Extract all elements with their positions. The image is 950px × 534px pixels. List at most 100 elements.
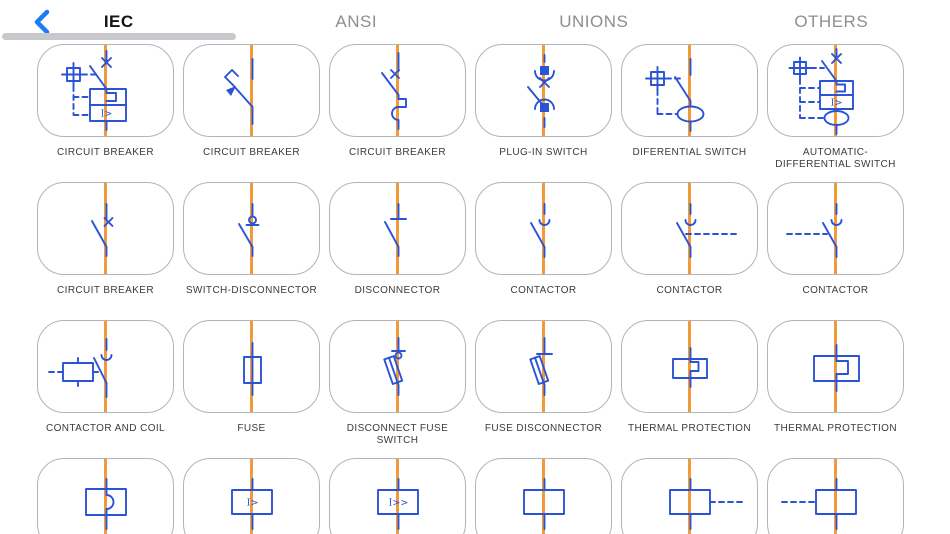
symbol-cell-circuit-breaker-3[interactable]: CIRCUIT BREAKER bbox=[329, 44, 466, 182]
circuit-breaker-spring-icon bbox=[381, 52, 407, 130]
symbol-cell-fuse[interactable]: FUSE bbox=[183, 320, 320, 458]
symbol-label: CONTACTOR bbox=[802, 285, 869, 296]
symbol-label: AUTOMATIC-DIFFERENTIAL SWITCH bbox=[775, 147, 896, 170]
symbol-tile bbox=[621, 320, 758, 413]
symbol-cell-disconnector[interactable]: DISCONNECTOR bbox=[329, 182, 466, 320]
automatic-differential-switch-icon: I> bbox=[788, 48, 854, 135]
symbol-label: DISCONNECT FUSE SWITCH bbox=[346, 423, 449, 446]
wire-line bbox=[396, 45, 399, 136]
symbol-label: SWITCH-DISCONNECTOR bbox=[185, 285, 318, 296]
tab-others[interactable]: OTHERS bbox=[794, 12, 869, 31]
tab-ansi[interactable]: ANSI bbox=[335, 12, 378, 31]
symbol-tile bbox=[37, 320, 174, 413]
svg-text:I>: I> bbox=[831, 98, 843, 109]
symbol-cell-contactor-and-coil[interactable]: CONTACTOR AND COIL bbox=[37, 320, 174, 458]
circuit-breaker-hook-icon bbox=[224, 58, 254, 125]
symbol-tile bbox=[475, 44, 612, 137]
symbol-label: CIRCUIT BREAKER bbox=[57, 147, 154, 158]
symbol-cell-relay-semicircle[interactable] bbox=[37, 458, 174, 534]
symbol-tile bbox=[329, 44, 466, 137]
tab-list: IEC ANSI UNIONS OTHERS bbox=[0, 0, 950, 44]
symbol-label: THERMAL PROTECTION bbox=[628, 423, 751, 434]
disconnector-icon bbox=[384, 203, 407, 257]
symbol-cell-relay-coil[interactable] bbox=[475, 458, 612, 534]
horizontal-scroll-indicator[interactable] bbox=[2, 33, 236, 40]
wire-line bbox=[396, 183, 399, 274]
symbol-label: CONTACTOR bbox=[510, 285, 577, 296]
symbol-cell-disconnect-fuse-switch[interactable]: DISCONNECT FUSE SWITCH bbox=[329, 320, 466, 458]
symbol-cell-circuit-breaker-4[interactable]: CIRCUIT BREAKER bbox=[37, 182, 174, 320]
symbol-cell-relay-short-circuit[interactable]: I>> bbox=[329, 458, 466, 534]
symbol-cell-switch-disconnector[interactable]: SWITCH-DISCONNECTOR bbox=[183, 182, 320, 320]
symbol-tile bbox=[183, 320, 320, 413]
tab-iec[interactable]: IEC bbox=[103, 12, 134, 31]
symbol-cell-relay-coil-link-left[interactable] bbox=[767, 458, 904, 534]
back-button[interactable] bbox=[30, 8, 58, 36]
relay-overcurrent-icon: I> bbox=[231, 478, 273, 530]
wire-line bbox=[834, 45, 837, 136]
fuse-disconnector-icon bbox=[529, 337, 553, 396]
symbol-tile bbox=[475, 182, 612, 275]
wire-line bbox=[688, 321, 691, 412]
symbol-tile bbox=[767, 182, 904, 275]
symbol-label: PLUG-IN SWITCH bbox=[499, 147, 588, 158]
wire-line bbox=[688, 183, 691, 274]
symbol-cell-differential-switch[interactable]: DIFERENTIAL SWITCH bbox=[621, 44, 758, 182]
symbol-tile bbox=[183, 182, 320, 275]
wire-line bbox=[250, 45, 253, 136]
wire-line bbox=[834, 459, 837, 534]
symbol-cell-circuit-breaker-2[interactable]: CIRCUIT BREAKER bbox=[183, 44, 320, 182]
symbol-label: CIRCUIT BREAKER bbox=[349, 147, 446, 158]
symbol-cell-thermal-protection-2[interactable]: THERMAL PROTECTION bbox=[767, 320, 904, 458]
symbol-cell-automatic-differential-switch[interactable]: I> AUTOMATIC-DIFFERENTIAL SWITCH bbox=[767, 44, 904, 182]
svg-text:I>>: I>> bbox=[389, 498, 409, 509]
symbol-tile: I> bbox=[183, 458, 320, 534]
symbol-cell-plug-in-switch[interactable]: PLUG-IN SWITCH bbox=[475, 44, 612, 182]
wire-line bbox=[542, 459, 545, 534]
wire-line bbox=[834, 321, 837, 412]
symbol-tile bbox=[37, 182, 174, 275]
switch-disconnector-icon bbox=[238, 203, 260, 257]
tab-unions[interactable]: UNIONS bbox=[559, 12, 629, 31]
symbol-cell-relay-overcurrent[interactable]: I> bbox=[183, 458, 320, 534]
wire-line bbox=[688, 459, 691, 534]
wire-line bbox=[542, 183, 545, 274]
wire-line bbox=[104, 459, 107, 534]
symbol-cell-contactor-3[interactable]: CONTACTOR bbox=[767, 182, 904, 320]
symbol-cell-thermal-protection-1[interactable]: THERMAL PROTECTION bbox=[621, 320, 758, 458]
symbol-cell-contactor-2[interactable]: CONTACTOR bbox=[621, 182, 758, 320]
wire-line bbox=[104, 183, 107, 274]
symbol-label: CONTACTOR bbox=[656, 285, 723, 296]
symbol-label: CONTACTOR AND COIL bbox=[45, 423, 166, 434]
symbol-tile bbox=[329, 182, 466, 275]
disconnect-fuse-switch-icon bbox=[383, 337, 406, 396]
contactor-icon bbox=[530, 203, 551, 258]
symbol-tile: I> bbox=[37, 44, 174, 137]
symbol-tile bbox=[621, 44, 758, 137]
symbol-tile bbox=[767, 458, 904, 534]
symbol-label: CIRCUIT BREAKER bbox=[203, 147, 300, 158]
plug-in-switch-icon bbox=[527, 54, 555, 128]
relay-coil-link-right-icon bbox=[669, 478, 745, 530]
symbol-cell-relay-coil-link-right[interactable] bbox=[621, 458, 758, 534]
symbol-tile: I> bbox=[767, 44, 904, 137]
symbol-label: THERMAL PROTECTION bbox=[774, 423, 897, 434]
differential-switch-icon bbox=[645, 58, 705, 132]
relay-coil-icon bbox=[523, 478, 565, 530]
wire-line bbox=[104, 45, 107, 136]
symbol-tile bbox=[329, 320, 466, 413]
symbol-label: DISCONNECTOR bbox=[354, 285, 441, 296]
wire-line bbox=[104, 321, 107, 412]
contactor-link-left-icon bbox=[786, 203, 843, 258]
wire-line bbox=[250, 321, 253, 412]
thermal-protection-small-icon bbox=[672, 347, 708, 388]
contactor-link-right-icon bbox=[676, 203, 741, 258]
symbol-cell-circuit-breaker-1[interactable]: I> CIRCUIT BREAKER bbox=[37, 44, 174, 182]
wire-line bbox=[542, 45, 545, 136]
circuit-breaker-thermal-magnetic-icon: I> bbox=[61, 50, 127, 131]
symbol-cell-fuse-disconnector[interactable]: FUSE DISCONNECTOR bbox=[475, 320, 612, 458]
relay-coil-link-left-icon bbox=[781, 478, 857, 530]
tab-bar: IEC ANSI UNIONS OTHERS bbox=[0, 0, 950, 44]
fuse-icon bbox=[243, 342, 262, 396]
symbol-cell-contactor-1[interactable]: CONTACTOR bbox=[475, 182, 612, 320]
